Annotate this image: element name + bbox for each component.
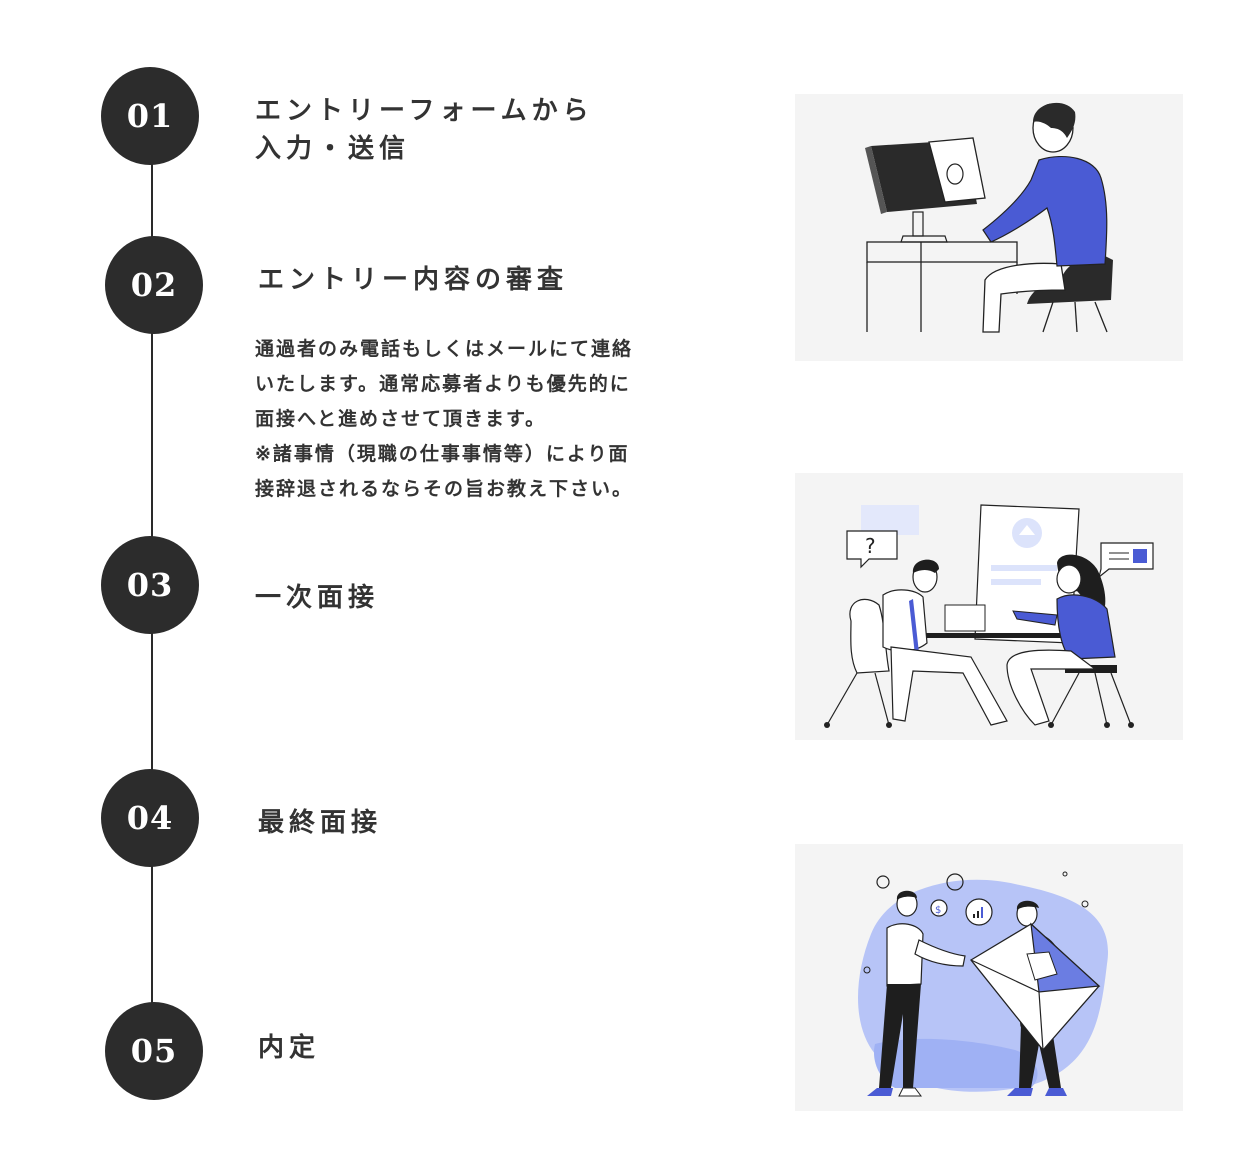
step-title-04: 最終面接 xyxy=(258,808,383,838)
step-title-05: 内定 xyxy=(258,1033,321,1063)
illustration-person-at-computer xyxy=(795,94,1183,361)
question-mark-text: ? xyxy=(865,534,876,558)
illustration-offer-letter: $ xyxy=(795,844,1183,1111)
step-title-02: エントリー内容の審査 xyxy=(258,265,569,295)
step-title-01: エントリーフォームから 入力・送信 xyxy=(255,96,594,164)
interview-meeting-image: ? xyxy=(824,504,1154,728)
step-number-02: 02 xyxy=(105,236,203,334)
person-at-computer-image xyxy=(865,102,1113,333)
step-number-03: 03 xyxy=(101,536,199,634)
step-number-04: 04 xyxy=(101,769,199,867)
step-number-01: 01 xyxy=(101,67,199,165)
step-number-05: 05 xyxy=(105,1002,203,1100)
step-description-02: 通過者のみ電話もしくはメールにて連絡 いたします。通常応募者よりも優先的に 面接… xyxy=(255,338,634,500)
illustration-interview-meeting: ? xyxy=(795,473,1183,740)
offer-letter-image: $ xyxy=(858,871,1109,1097)
coin-symbol-text: $ xyxy=(935,905,941,916)
step-title-03: 一次面接 xyxy=(255,583,380,613)
